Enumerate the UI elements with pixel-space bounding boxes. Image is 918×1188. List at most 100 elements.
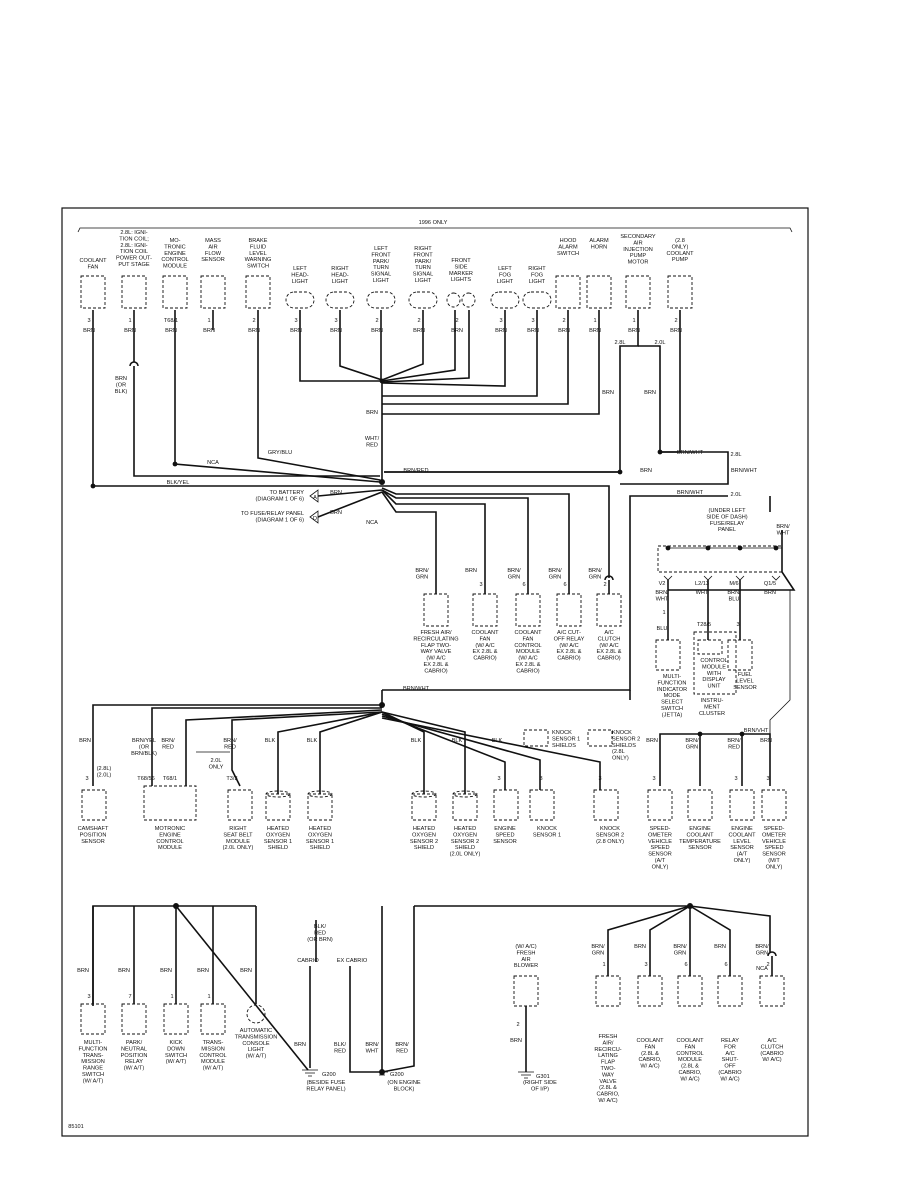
- wire-color: BRN: [290, 328, 302, 334]
- component-box: [759, 975, 785, 1007]
- wire-color: BRN: [330, 510, 342, 516]
- pin-number: 1: [207, 994, 210, 1000]
- wire-ecm-b: [185, 709, 383, 786]
- wire-mid: [381, 489, 529, 594]
- wire-color: BRN/GRN: [548, 568, 562, 580]
- wire-o2-shield: [381, 711, 466, 794]
- wire-hood-switch: [382, 310, 569, 405]
- pin-number: 3: [531, 318, 534, 324]
- pin-number: 3: [87, 318, 90, 324]
- fuse-panel-box: [657, 545, 783, 573]
- fuse-terminal: L2/13: [695, 581, 709, 587]
- wire-color: BRN: [558, 328, 570, 334]
- o2-sensor-shield: [452, 793, 478, 821]
- component-box: [513, 975, 539, 1007]
- wire-right-fog: [382, 310, 538, 397]
- wire-right-turn: [381, 310, 424, 381]
- connector-a: [309, 489, 319, 503]
- console-light: [246, 1004, 266, 1024]
- component-box: [245, 275, 271, 309]
- wire-mid: [381, 491, 437, 594]
- wire-color: BLK/RED(OR BRN): [307, 924, 333, 943]
- ground-id: G200: [322, 1072, 336, 1078]
- wire-color: BRN: [330, 328, 342, 334]
- terminal-arrow: [771, 575, 781, 581]
- wire-trans-ground: [175, 905, 309, 1071]
- pin-number: 6: [522, 582, 525, 588]
- component-box: [162, 275, 188, 309]
- pin-number: 3: [87, 994, 90, 1000]
- pin-number: 1: [662, 610, 665, 616]
- pin-number: 3: [539, 776, 542, 782]
- wire-color: BRN/GRN: [591, 944, 605, 956]
- wire-knock1: [381, 715, 541, 790]
- pin-number: 2: [603, 582, 606, 588]
- wire-color: BRN: [644, 390, 656, 396]
- fuse-terminal: V2: [659, 581, 666, 587]
- wire-br: [649, 905, 691, 976]
- component-box: [761, 789, 787, 821]
- pin-number: 1: [632, 318, 635, 324]
- wire-color: BLK/RED: [334, 1042, 347, 1054]
- wire-color: BRN/VHT: [744, 728, 769, 734]
- wire-fuse-feed: [668, 530, 796, 591]
- pin-number: 7: [128, 994, 131, 1000]
- wire-color: BRN/BLU: [727, 590, 741, 602]
- component-box: [423, 593, 449, 627]
- pin-number: 6: [563, 582, 566, 588]
- wire-color: BRN: [465, 568, 477, 574]
- pin-number: 3: [334, 318, 337, 324]
- wire-color: BRN/GRN: [673, 944, 687, 956]
- component-box: [625, 275, 651, 309]
- pin-number: T3/3: [226, 776, 237, 782]
- wire-color: BRN/WHT: [403, 686, 430, 692]
- pin-number: 2: [417, 318, 420, 324]
- pin-number: T28/5: [697, 622, 711, 628]
- wire-seatbelt: [231, 711, 383, 787]
- pin-number: 1: [593, 318, 596, 324]
- crossover: [129, 361, 139, 367]
- lamp-symbol: [285, 291, 315, 309]
- component-box: [80, 1003, 106, 1035]
- pin-number: 2: [455, 318, 458, 324]
- component-box: [472, 593, 498, 627]
- pin-number: 2: [674, 318, 677, 324]
- component-box: [515, 593, 541, 627]
- knock-shield-2: [587, 729, 613, 747]
- wire-ex-cabrio: [349, 966, 382, 1073]
- component-box: [729, 789, 755, 821]
- splice-node: [172, 461, 178, 467]
- wire-color: BRN: [764, 590, 776, 596]
- pin-number: 2: [516, 1022, 519, 1028]
- component-box: [121, 1003, 147, 1035]
- pin-number: 3: [598, 776, 601, 782]
- wire-color: BLK: [492, 738, 503, 744]
- wire-color: BRN/WHT: [365, 1042, 379, 1054]
- pin-number: 2: [375, 318, 378, 324]
- pin-number: 2: [252, 318, 255, 324]
- wire-color: BRN: [646, 738, 658, 744]
